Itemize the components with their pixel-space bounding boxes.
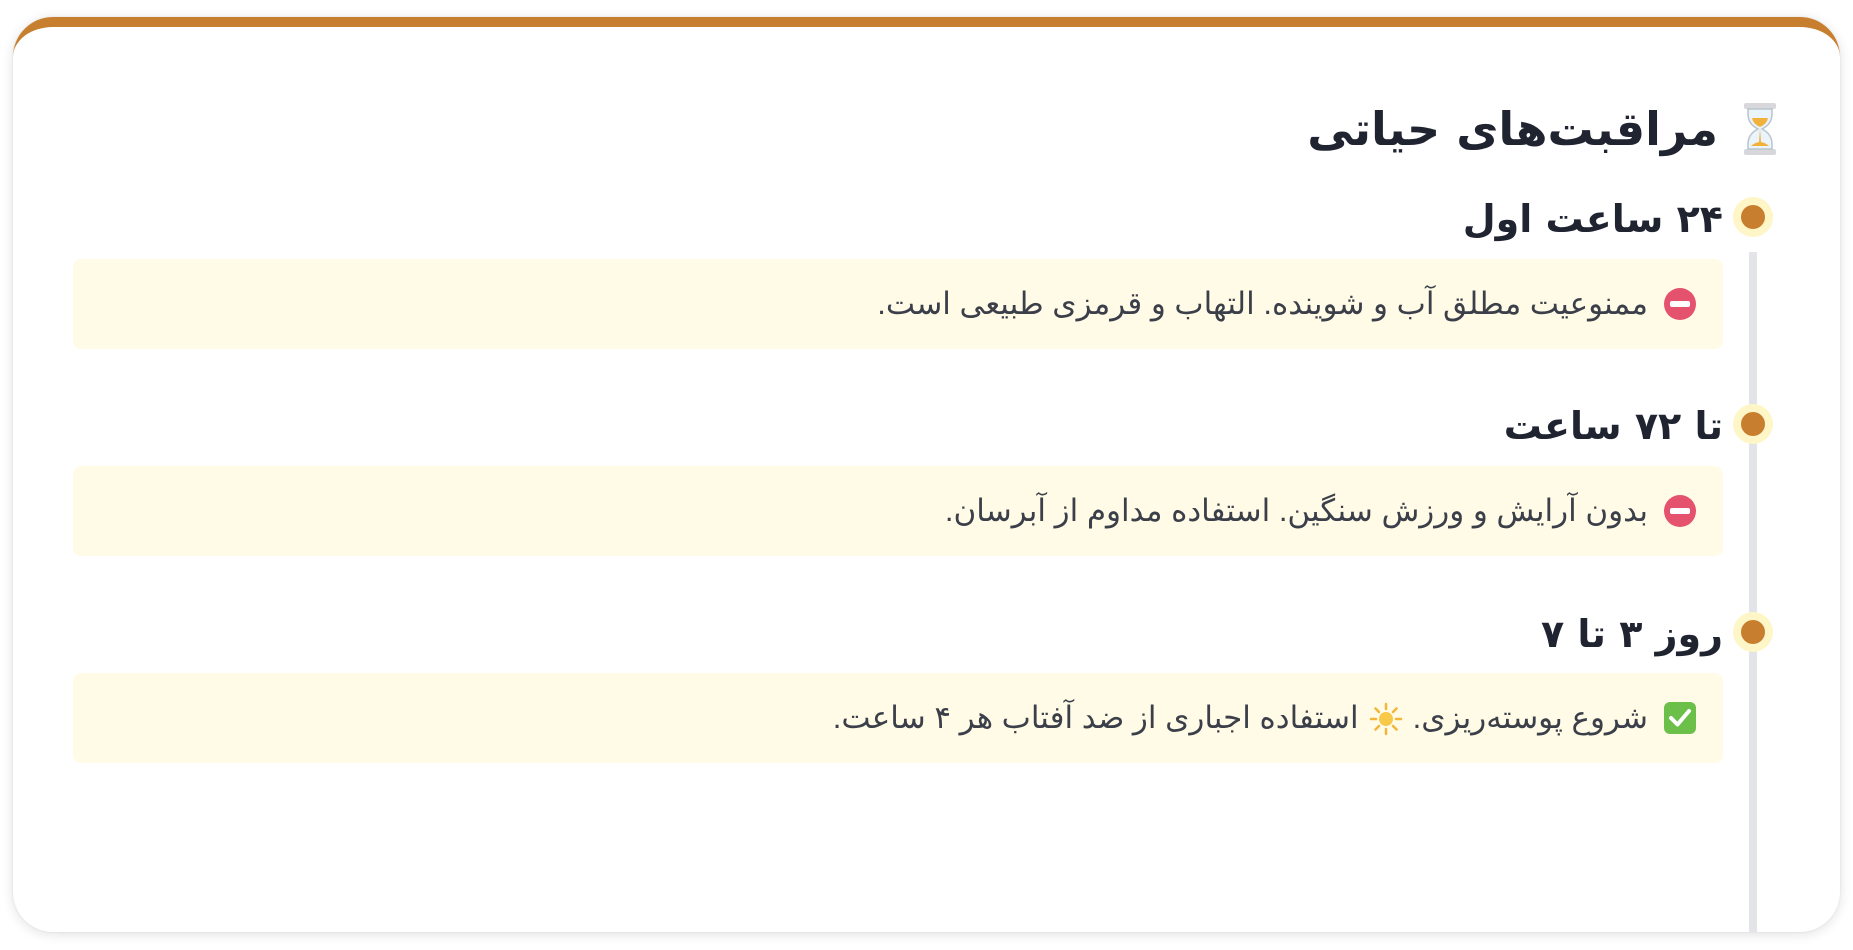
no-entry-icon — [1664, 495, 1696, 527]
step-title: ۲۴ ساعت اول — [1462, 197, 1723, 241]
check-mark-icon — [1664, 702, 1696, 734]
note-text-part: استفاده اجباری از ضد آفتاب هر ۴ ساعت. — [832, 699, 1359, 735]
note-box: ممنوعیت مطلق آب و شوینده. التهاب و قرمزی… — [73, 259, 1723, 349]
note-text-part: شروع پوسته‌ریزی. — [1412, 699, 1648, 735]
timeline-dot — [1733, 197, 1773, 237]
note-box: شروع پوسته‌ریزی. استفاده اجباری از ضد آف… — [73, 673, 1723, 763]
note-box: بدون آرایش و ورزش سنگین. استفاده مداوم ا… — [73, 466, 1723, 556]
step-title: روز ۳ تا ۷ — [1540, 612, 1723, 656]
note-text: بدون آرایش و ورزش سنگین. استفاده مداوم ا… — [944, 493, 1648, 528]
card-header: مراقبت‌های حیاتی — [1307, 102, 1780, 156]
care-card: مراقبت‌های حیاتی ۲۴ ساعت اول ممنوعیت مطل… — [13, 17, 1840, 932]
note-text: شروع پوسته‌ریزی. استفاده اجباری از ضد آف… — [833, 700, 1648, 737]
note-text: ممنوعیت مطلق آب و شوینده. التهاب و قرمزی… — [877, 286, 1648, 321]
step-title: تا ۷۲ ساعت — [1503, 404, 1723, 448]
timeline-dot — [1733, 404, 1773, 444]
timeline-line — [1749, 252, 1757, 932]
timeline-dot — [1733, 612, 1773, 652]
sun-icon — [1369, 703, 1402, 736]
page-title: مراقبت‌های حیاتی — [1307, 102, 1718, 156]
hourglass-icon — [1744, 103, 1776, 155]
no-entry-icon — [1664, 288, 1696, 320]
